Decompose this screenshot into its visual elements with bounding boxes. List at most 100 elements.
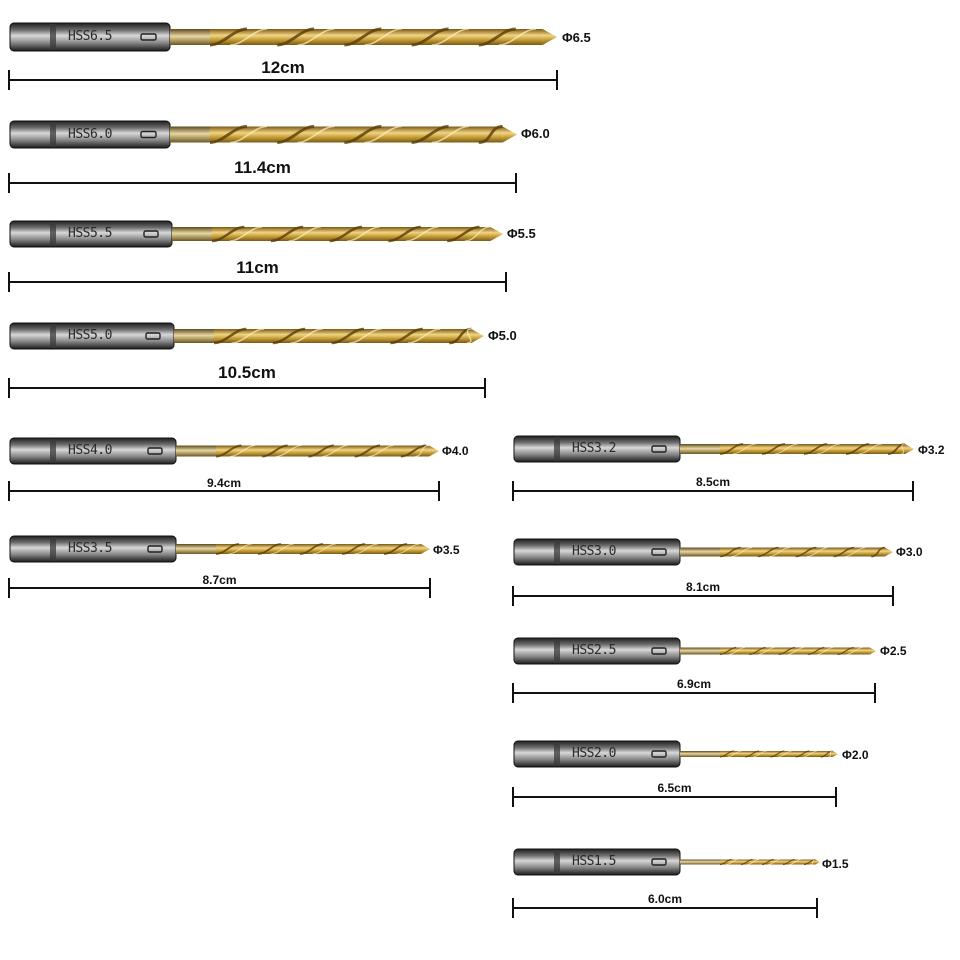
length-label: 8.1cm: [685, 580, 721, 594]
length-ruler: [8, 481, 440, 501]
ruler-line: [512, 692, 876, 694]
shank-stamp: HSS6.0: [68, 126, 112, 142]
drill-bit: HSS5.0: [9, 322, 484, 350]
shank-stamp: HSS6.5: [68, 29, 112, 44]
drill-bit-shape: [513, 740, 838, 768]
drill-bit-shape: [9, 22, 557, 52]
length-ruler: [512, 787, 837, 807]
ruler-tick-start: [512, 787, 514, 807]
length-ruler: [8, 272, 507, 292]
length-ruler: [8, 578, 431, 598]
ruler-line: [512, 796, 837, 798]
drill-bit-shape: [513, 538, 893, 566]
diameter-label: Φ2.5: [880, 644, 907, 658]
diameter-label: Φ6.5: [562, 30, 591, 45]
drill-bit: HSS3.5: [9, 535, 430, 563]
ruler-line: [8, 387, 486, 389]
drill-bit: HSS3.0: [513, 538, 893, 566]
ruler-tick-end: [835, 787, 837, 807]
drill-bit-shape: [513, 848, 820, 876]
length-label: 6.5cm: [657, 781, 692, 795]
ruler-tick-start: [8, 481, 10, 501]
diameter-label: Φ3.0: [896, 545, 923, 559]
ruler-tick-start: [512, 898, 514, 918]
length-label: 6.0cm: [647, 892, 683, 906]
ruler-tick-end: [484, 378, 486, 398]
ruler-tick-end: [438, 481, 440, 501]
shank-stamp: HSS4.0: [68, 443, 112, 458]
length-ruler: [8, 173, 517, 193]
drill-bit: HSS4.0: [9, 437, 439, 465]
drill-bit: HSS6.0: [9, 120, 517, 149]
ruler-tick-end: [892, 586, 894, 606]
drill-bit: HSS2.0: [513, 740, 838, 768]
ruler-tick-end: [816, 898, 818, 918]
drill-bit: HSS2.5: [513, 637, 876, 665]
length-ruler: [8, 70, 558, 90]
diameter-label: Φ5.0: [488, 328, 517, 343]
length-ruler: [512, 481, 914, 501]
length-label: 11cm: [236, 258, 279, 277]
diameter-label: Φ1.5: [822, 857, 849, 871]
length-label: 6.9cm: [676, 677, 712, 691]
length-label: 9.4cm: [206, 476, 242, 490]
length-ruler: [512, 683, 876, 703]
ruler-tick-start: [8, 378, 10, 398]
ruler-line: [8, 490, 440, 492]
drill-bit-shape: [9, 322, 484, 350]
length-label: 8.7cm: [202, 573, 237, 587]
ruler-tick-start: [512, 586, 514, 606]
ruler-tick-end: [912, 481, 914, 501]
ruler-tick-start: [512, 481, 514, 501]
diameter-label: Φ2.0: [842, 748, 869, 762]
drill-bit-shape: [9, 220, 503, 248]
ruler-tick-start: [8, 578, 10, 598]
length-ruler: [512, 586, 894, 606]
ruler-line: [8, 182, 517, 184]
ruler-tick-end: [874, 683, 876, 703]
ruler-tick-end: [429, 578, 431, 598]
ruler-line: [8, 587, 431, 589]
ruler-tick-start: [512, 683, 514, 703]
length-label: 11.4cm: [234, 158, 291, 177]
shank-stamp: HSS2.0: [572, 746, 616, 761]
ruler-line: [512, 907, 818, 909]
diameter-label: Φ3.2: [918, 443, 945, 457]
shank-stamp: HSS3.2: [572, 441, 616, 456]
shank-stamp: HSS3.0: [572, 544, 616, 559]
diameter-label: Φ5.5: [507, 226, 536, 241]
ruler-tick-start: [8, 272, 10, 292]
ruler-line: [512, 595, 894, 597]
length-label: 8.5cm: [695, 475, 731, 489]
diameter-label: Φ4.0: [442, 444, 469, 458]
ruler-tick-end: [556, 70, 558, 90]
drill-bit: HSS6.5: [9, 22, 557, 52]
diameter-label: Φ3.5: [433, 543, 460, 557]
ruler-line: [8, 281, 507, 283]
drill-bit-shape: [513, 435, 914, 463]
length-ruler: [512, 898, 818, 918]
diameter-label: Φ6.0: [521, 126, 550, 141]
drill-bit-shape: [513, 637, 876, 665]
ruler-line: [512, 490, 914, 492]
length-label: 10.5cm: [218, 363, 276, 382]
ruler-tick-end: [505, 272, 507, 292]
drill-bit: HSS1.5: [513, 848, 820, 876]
ruler-line: [8, 79, 558, 81]
ruler-tick-start: [8, 70, 10, 90]
ruler-tick-end: [515, 173, 517, 193]
length-label: 12cm: [261, 58, 305, 77]
ruler-tick-start: [8, 173, 10, 193]
drill-bit-shape: [9, 535, 430, 563]
shank-stamp: HSS5.5: [68, 226, 112, 241]
drill-bit: HSS3.2: [513, 435, 914, 463]
drill-bit: HSS5.5: [9, 220, 503, 248]
shank-stamp: HSS5.0: [68, 328, 112, 343]
shank-stamp: HSS2.5: [572, 643, 616, 658]
length-ruler: [8, 378, 486, 398]
shank-stamp: HSS3.5: [68, 541, 112, 556]
drill-bit-shape: [9, 437, 439, 465]
shank-stamp: HSS1.5: [572, 854, 616, 869]
drill-bit-shape: [9, 120, 517, 149]
